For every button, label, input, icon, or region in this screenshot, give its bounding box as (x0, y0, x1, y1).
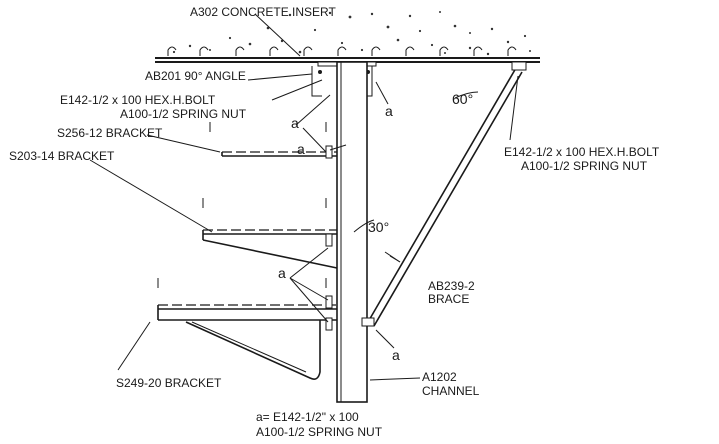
label-bracket-s256: S256-12 BRACKET (57, 126, 163, 140)
label-concrete-insert: A302 CONCRETE INSERT (190, 5, 336, 19)
angle-label-60: 60° (452, 91, 473, 107)
bracket-s256 (209, 122, 337, 159)
angle-label-30: 30° (368, 219, 389, 235)
label-brace-1: AB239-2 (428, 279, 475, 293)
rebar-hooks (167, 46, 517, 56)
legend-nut: A100-1/2 SPRING NUT (256, 425, 383, 439)
label-nut-right: A100-1/2 SPRING NUT (521, 159, 648, 173)
mark-a-bracket-s256: a (297, 141, 305, 157)
mark-a-brace-bottom: a (392, 347, 400, 363)
leader-lines (89, 13, 519, 381)
angle-arc-30 (353, 219, 375, 233)
concrete-aggregate (172, 11, 531, 56)
mark-a-bracket-group: a (278, 265, 286, 281)
legend-bolt: a= E142-1/2" x 100 (256, 410, 359, 424)
channel-member (336, 61, 368, 403)
label-angle-90: AB201 90° ANGLE (145, 69, 246, 83)
label-channel-1: A1202 (422, 370, 457, 384)
brace-member (361, 61, 527, 327)
label-channel-2: CHANNEL (422, 384, 480, 398)
bracket-s249 (157, 278, 337, 380)
label-bracket-s249: S249-20 BRACKET (116, 376, 222, 390)
label-nut-left: A100-1/2 SPRING NUT (120, 107, 247, 121)
label-bolt-right: E142-1/2 x 100 HEX.H.BOLT (504, 145, 660, 159)
label-bolt-left: E142-1/2 x 100 HEX.H.BOLT (60, 93, 216, 107)
bracket-s203 (202, 198, 338, 269)
mark-a-bolt-right: a (385, 103, 393, 119)
label-brace-2: BRACE (428, 292, 469, 306)
mark-a-bolt-left: a (291, 115, 299, 131)
label-bracket-s203: S203-14 BRACKET (9, 149, 115, 163)
